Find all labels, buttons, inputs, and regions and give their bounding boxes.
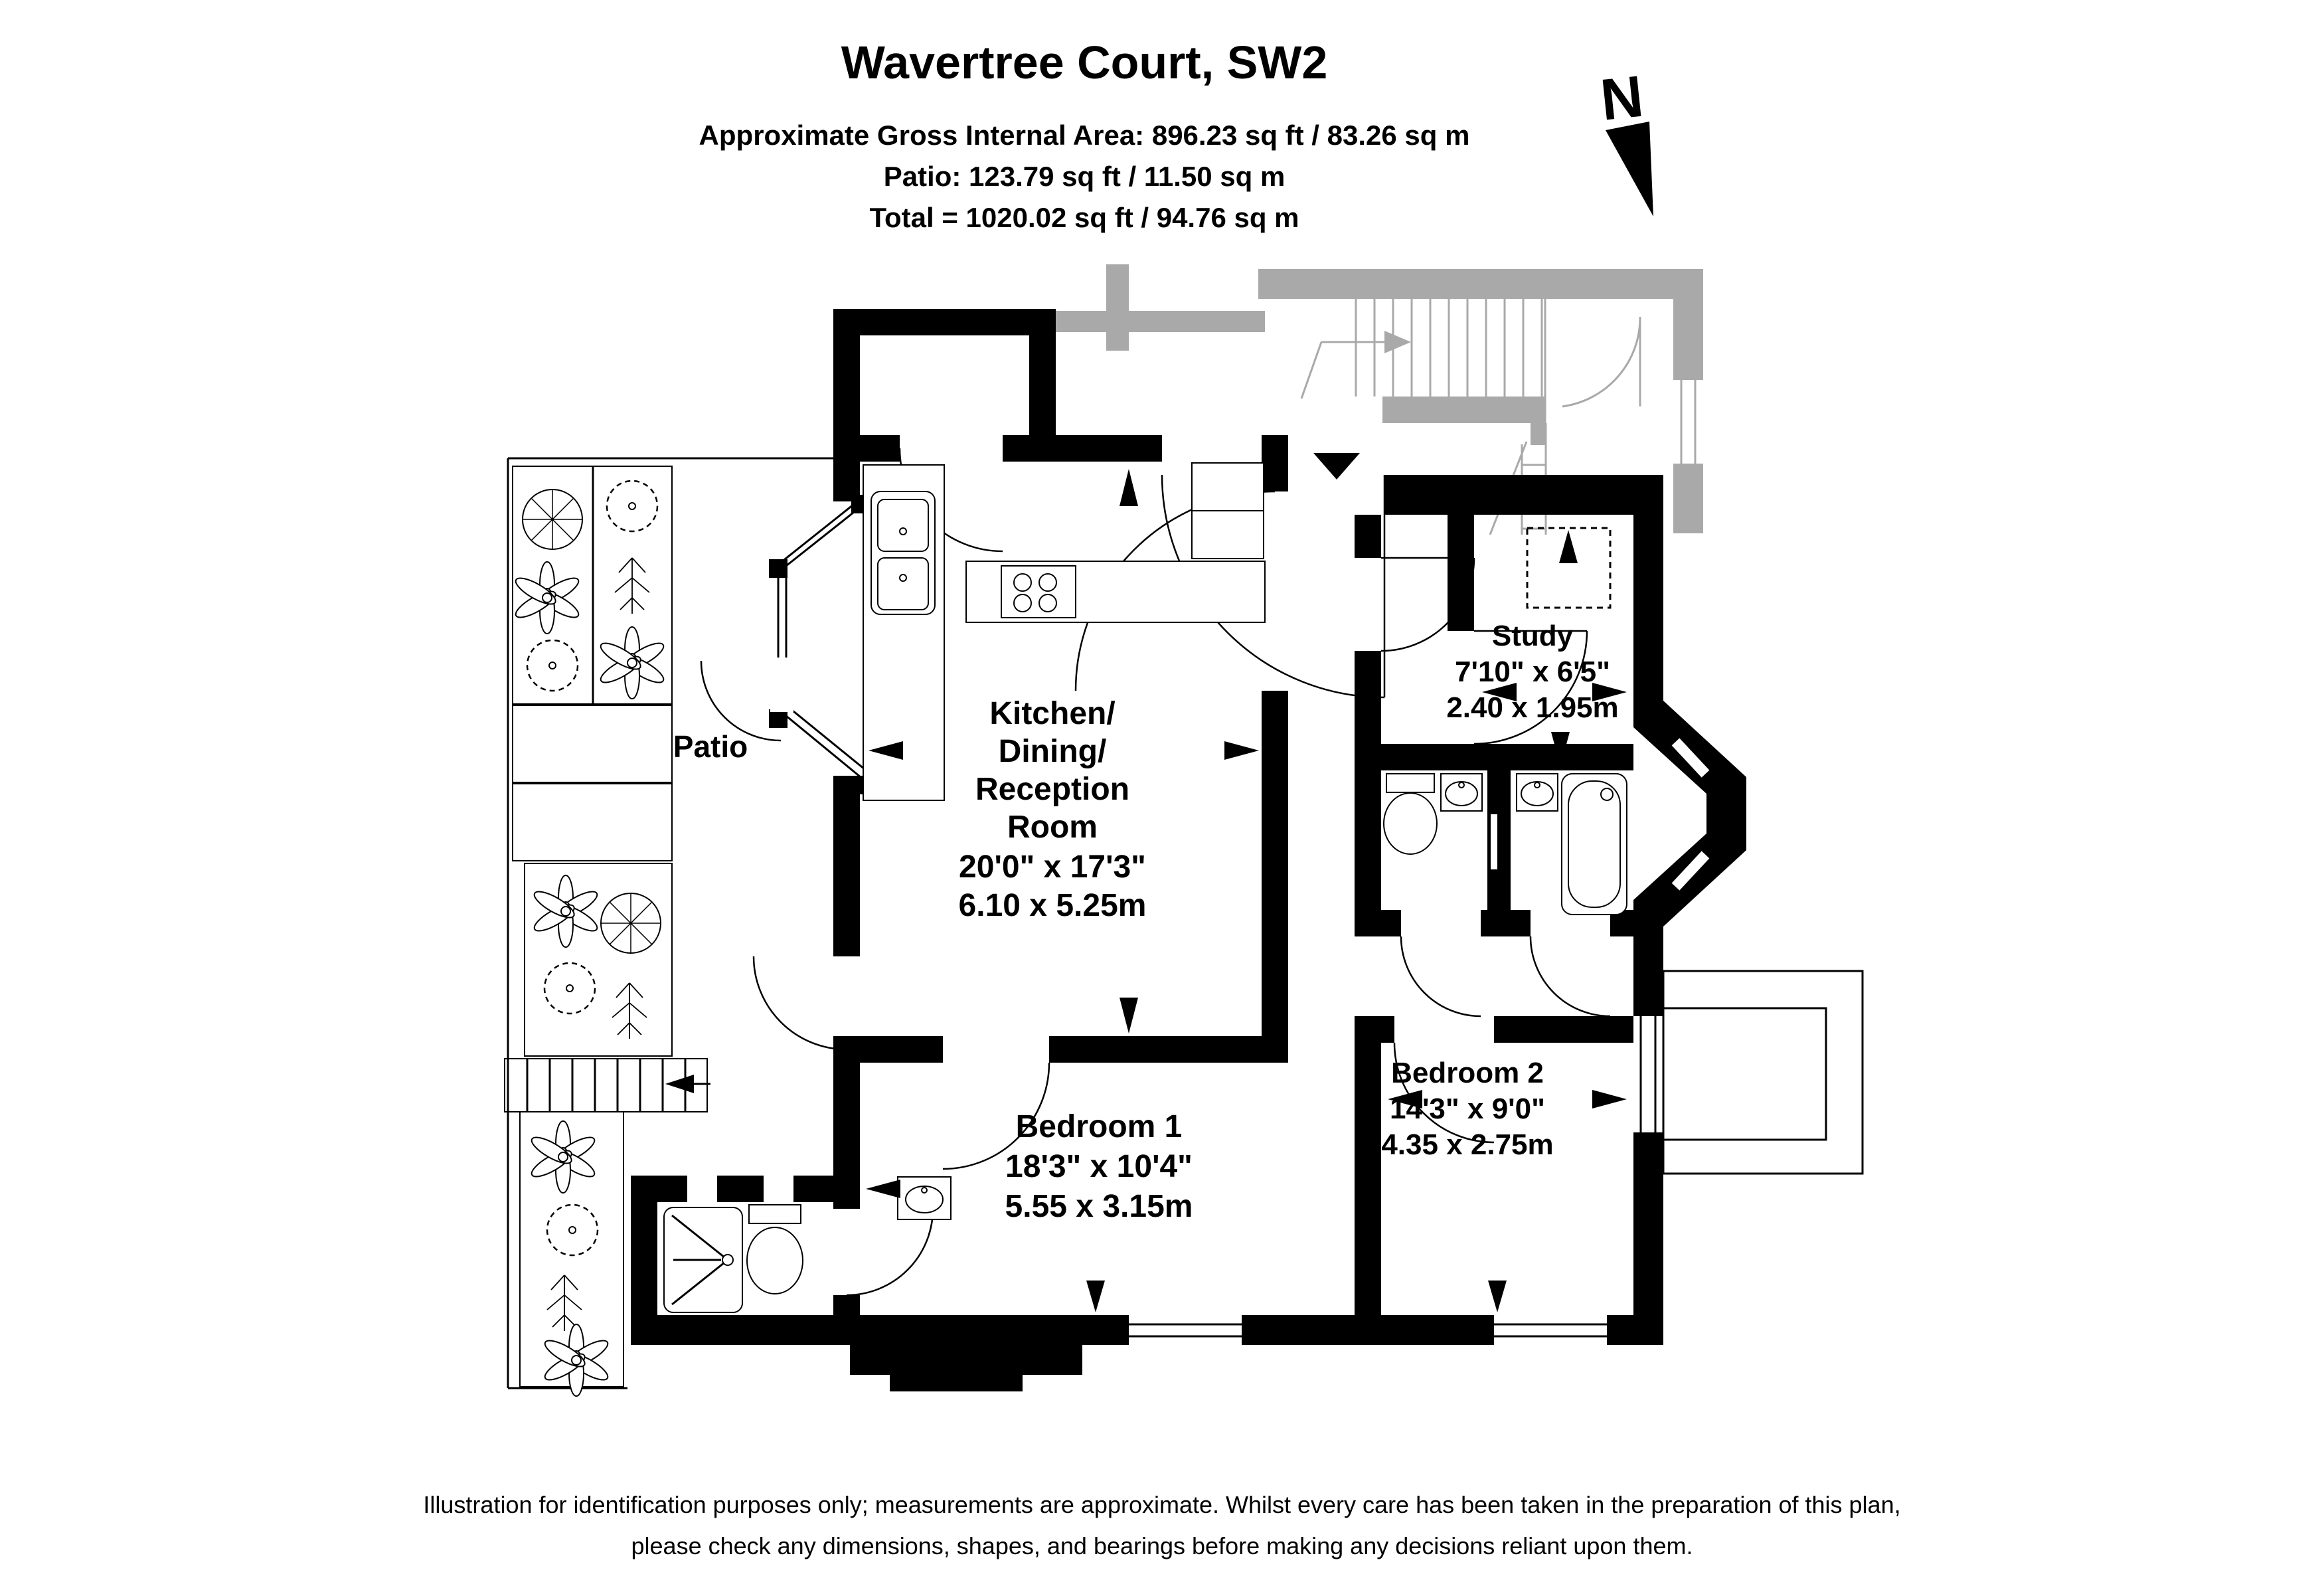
north-needle: [1606, 122, 1653, 217]
north-label: N: [1598, 63, 1647, 133]
study-label: Study 7'10" x 6'5" 2.40 x 1.95m: [1446, 620, 1618, 724]
bedroom1-dims-metric: 5.55 x 3.15m: [1005, 1189, 1193, 1224]
study-storage: [1526, 527, 1612, 609]
gross-internal-area: Approximate Gross Internal Area: 896.23 …: [699, 120, 1470, 151]
svg-text:Room: Room: [1007, 810, 1098, 845]
terrace-outline: [1662, 970, 1864, 1175]
header: Wavertree Court, SW2 Approximate Gross I…: [699, 37, 1470, 233]
ensuite-door-arc: [846, 1208, 934, 1296]
entrance-arrow-icon: [1313, 453, 1360, 480]
north-arrow-icon: N: [1598, 63, 1653, 217]
svg-text:Study: Study: [1492, 620, 1574, 652]
kitchen-dims-metric: 6.10 x 5.25m: [959, 888, 1147, 923]
study-dims-imperial: 7'10" x 6'5": [1455, 656, 1610, 688]
disclaimer-line2: please check any dimensions, shapes, and…: [631, 1532, 1693, 1559]
patio-area: Patio: [504, 457, 833, 1397]
bedroom1-dims-imperial: 18'3" x 10'4": [1005, 1149, 1193, 1184]
page-title: Wavertree Court, SW2: [841, 37, 1328, 88]
vestibule-door-arc: [1380, 557, 1475, 652]
steps-arrow-icon: [665, 1075, 694, 1093]
svg-text:Kitchen/: Kitchen/: [989, 696, 1115, 731]
bathroom-door-arc: [1529, 936, 1611, 1018]
fixtures: [663, 462, 1864, 1313]
kitchen-tall-units: [1191, 462, 1264, 559]
kitchen-label: Kitchen/ Dining/ Reception Room 20'0" x …: [959, 696, 1147, 923]
bathtub: [1561, 773, 1627, 915]
bedroom2-label: Bedroom 2 14'3" x 9'0" 4.35 x 2.75m: [1381, 1057, 1553, 1161]
room-labels: Kitchen/ Dining/ Reception Room 20'0" x …: [959, 620, 1619, 1224]
bay-patio-door-arc: [700, 660, 782, 742]
windows: [777, 498, 1657, 1345]
svg-text:Dining/: Dining/: [999, 734, 1107, 769]
wc-basin: [1440, 773, 1483, 812]
bedroom2-dims-metric: 4.35 x 2.75m: [1381, 1128, 1553, 1161]
front-door-arc: [1161, 474, 1386, 699]
communal-window: [1673, 380, 1703, 464]
bedroom1-basin: [897, 1176, 952, 1220]
svg-text:Bedroom 2: Bedroom 2: [1391, 1057, 1544, 1089]
disclaimer-line1: Illustration for identification purposes…: [423, 1491, 1900, 1518]
bedroom2-door-arc: [1393, 1042, 1495, 1144]
svg-text:Bedroom 1: Bedroom 1: [1016, 1109, 1183, 1144]
svg-text:Reception: Reception: [975, 772, 1129, 807]
patio-decking: [504, 1058, 710, 1112]
dimension-arrows: [866, 469, 1627, 1312]
wc-door-arc: [1400, 936, 1481, 1018]
bay-window-slit: [1671, 851, 1710, 891]
patio-label: Patio: [673, 729, 748, 764]
study-dims-metric: 2.40 x 1.95m: [1446, 691, 1618, 724]
ensuite-toilet: [746, 1204, 803, 1294]
total-area: Total = 1020.02 sq ft / 94.76 sq m: [869, 202, 1299, 233]
patio-door-arc: [752, 956, 847, 1051]
footer-disclaimer: Illustration for identification purposes…: [423, 1491, 1900, 1559]
wc-toilet: [1383, 773, 1438, 855]
communal-door-arc: [1562, 316, 1641, 408]
kitchen-sink: [871, 491, 936, 615]
bay-window-slit: [1671, 738, 1710, 778]
communal-stairwell: [966, 264, 1703, 535]
shower: [663, 1207, 743, 1313]
study-door-arc: [1473, 630, 1588, 745]
bathroom-basin: [1516, 773, 1558, 812]
kitchen-dims-imperial: 20'0" x 17'3": [959, 849, 1146, 885]
bedroom1-label: Bedroom 1 18'3" x 10'4" 5.55 x 3.15m: [1005, 1109, 1193, 1224]
flat-walls: [631, 309, 1746, 1391]
patio-area: Patio: 123.79 sq ft / 11.50 sq m: [884, 161, 1286, 192]
bathroom-divider-slot: [1489, 813, 1499, 871]
bedroom1-door-arc: [942, 1062, 1050, 1170]
stair-direction-arrow: [1300, 331, 1411, 399]
kitchen-hob: [1001, 565, 1076, 618]
bedroom2-dims-imperial: 14'3" x 9'0": [1390, 1093, 1545, 1125]
